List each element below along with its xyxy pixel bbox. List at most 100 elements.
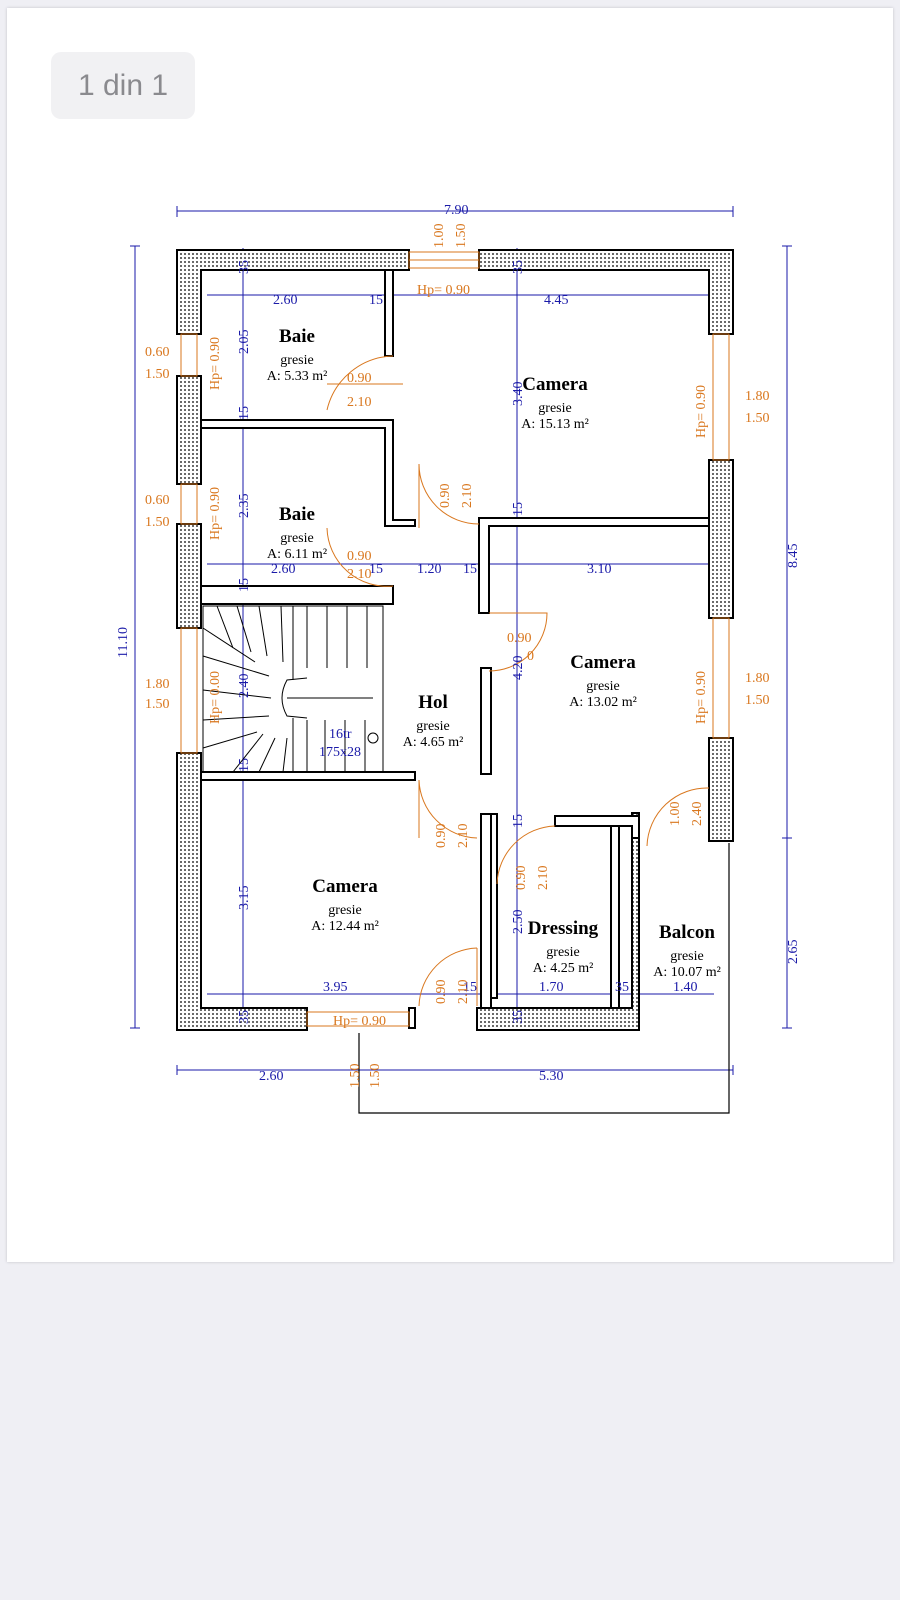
dim-center-col-3: 4.20 [511,656,526,681]
door-hol-bottom-width: 0.90 [434,980,449,1005]
document-page: 1 din 1 [7,8,893,1262]
overall-width: 7.90 [444,203,469,218]
dim-left-col-2: 15 [237,406,252,420]
dim-left-col-7: 3.15 [237,886,252,911]
room-area: A: 4.25 m² [533,961,594,976]
right-window-1-hp: Hp= 0.90 [694,385,709,438]
exterior-walls [176,249,734,1031]
room-area: A: 13.02 m² [569,695,637,710]
bottom-door-dim-a: 1.50 [348,1064,363,1089]
overall-height: 11.10 [116,627,131,658]
top-window-height: 1.00 [432,224,447,249]
right-upper-dim: 8.45 [786,544,801,569]
room-name: Baie [279,504,315,525]
door-swings [180,251,730,1027]
room-baie-1: Baie gresie A: 5.33 m² [267,326,328,384]
dim-left-col-8: 35 [237,1010,252,1024]
right-window-2-bottom: 1.50 [745,693,770,708]
balcony-door-height: 2.40 [690,802,705,827]
room-floor: gresie [280,531,313,546]
door-camera2-zero: 0 [527,649,534,664]
door-baie2-width: 0.90 [347,549,372,564]
room-floor: gresie [670,949,703,964]
dim-left-col-1: 2.05 [237,330,252,355]
dim-bottom-row-3: 35 [615,980,629,995]
room-hol: Hol gresie A: 4.65 m² [403,692,464,750]
right-window-2-hp: Hp= 0.90 [694,671,709,724]
door-baie1-height: 2.10 [347,395,372,410]
door-camera2-width: 0.90 [507,631,532,646]
door-dressing-height: 2.10 [536,866,551,891]
balcony-door-width: 1.00 [668,802,683,827]
left-window-1-top: 0.60 [145,345,170,360]
dim-center-col-1: 3.40 [511,382,526,407]
right-window-1-top: 1.80 [745,389,770,404]
bottom-left-dim: 2.60 [259,1069,284,1084]
room-floor: gresie [538,401,571,416]
room-name: Camera [312,876,378,897]
door-dressing-width: 0.90 [514,866,529,891]
left-window-3-top: 1.80 [145,677,170,692]
room-floor: gresie [416,719,449,734]
right-lower-dim: 2.65 [786,940,801,965]
dim-left-col-4: 15 [237,578,252,592]
left-window-3-hp: Hp= 0.00 [208,671,223,724]
left-window-1-bottom: 1.50 [145,367,170,382]
door-baie1-width: 0.90 [347,371,372,386]
dim-top-row-1: 15 [369,293,383,308]
room-name: Baie [279,326,315,347]
interior-walls [200,269,710,1029]
right-window-1-bottom: 1.50 [745,411,770,426]
staircase [202,605,384,773]
room-area: A: 15.13 m² [521,417,589,432]
dim-bottom-row-1: 15 [463,980,477,995]
top-window-width: 1.50 [454,224,469,249]
dim-mid-row-0: 2.60 [271,562,296,577]
door-camera1-width: 0.90 [438,484,453,509]
dim-top-row-2: 4.45 [544,293,569,308]
dim-mid-row-4: 3.10 [587,562,612,577]
dim-left-col-3: 2.35 [237,494,252,519]
room-name: Dressing [528,918,599,939]
dim-center-col-6: 35 [511,1010,526,1024]
door-camera3-height: 2.10 [456,824,471,849]
left-window-2-bottom: 1.50 [145,515,170,530]
door-camera1-height: 2.10 [460,484,475,509]
room-floor: gresie [280,353,313,368]
top-window-hp: Hp= 0.90 [417,283,470,298]
room-floor: gresie [328,903,361,918]
room-camera-3: Camera gresie A: 12.44 m² [311,876,379,934]
dim-center-col-0: 35 [511,260,526,274]
room-baie-2: Baie gresie A: 6.11 m² [267,504,327,562]
dim-left-col-6: 15 [237,758,252,772]
room-name: Camera [570,652,636,673]
left-window-3-bottom: 1.50 [145,697,170,712]
room-name: Hol [418,692,448,713]
dim-mid-row-1: 15 [369,562,383,577]
stair-size: 175x28 [319,745,361,760]
room-camera-2: Camera gresie A: 13.02 m² [569,652,637,710]
room-area: A: 10.07 m² [653,965,721,980]
bottom-door-hp: Hp= 0.90 [333,1014,386,1029]
door-camera3-width: 0.90 [434,824,449,849]
floor-plan: 7.90 11.10 8.45 2.65 2.60 5.30 2.60 15 4… [116,203,801,1114]
left-window-2-top: 0.60 [145,493,170,508]
dim-center-col-4: 15 [511,814,526,828]
door-hol-bottom-height: 2.10 [456,980,471,1005]
room-name: Balcon [659,922,715,943]
dim-top-row-0: 2.60 [273,293,298,308]
dimension-lines [130,206,792,1075]
room-camera-1: Camera gresie A: 15.13 m² [521,374,589,432]
dim-bottom-row-0: 3.95 [323,980,348,995]
room-floor: gresie [586,679,619,694]
dim-bottom-row-4: 1.40 [673,980,698,995]
balcony-railing [358,843,730,1114]
left-window-2-hp: Hp= 0.90 [208,487,223,540]
dim-left-col-0: 35 [237,260,252,274]
dim-mid-row-2: 1.20 [417,562,442,577]
room-area: A: 4.65 m² [403,735,464,750]
stair-steps: 16tr [329,727,352,742]
room-area: A: 5.33 m² [267,369,328,384]
door-baie2-height: 2.10 [347,567,372,582]
left-window-1-hp: Hp= 0.90 [208,337,223,390]
